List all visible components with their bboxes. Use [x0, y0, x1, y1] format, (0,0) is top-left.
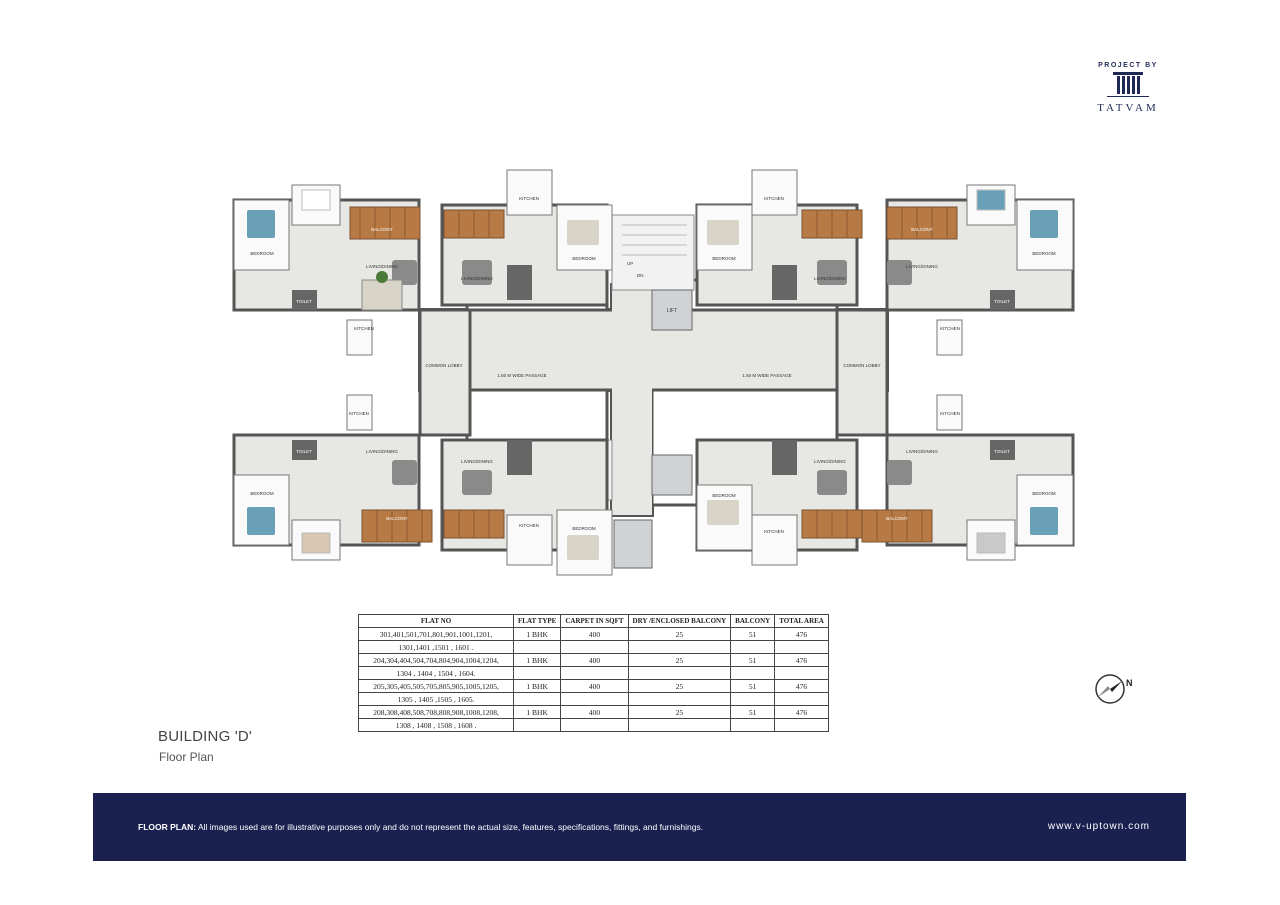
svg-text:TOILET: TOILET [994, 299, 1010, 304]
svg-text:KITCHEN: KITCHEN [349, 411, 369, 416]
flat-bottom-right: BEDROOM LIVING/DINING BALCONY KITCHEN TO… [861, 394, 1075, 561]
table-header-row: FLAT NO FLAT TYPE CARPET IN SQFT DRY /EN… [358, 614, 829, 628]
table-row-cont: 1304 , 1404 , 1504 , 1604. [358, 666, 829, 680]
flat-bottom-left: BEDROOM LIVING/DINING BALCONY KITCHEN TO… [232, 394, 433, 561]
svg-text:KITCHEN: KITCHEN [519, 196, 539, 201]
svg-text:TOILET: TOILET [296, 299, 312, 304]
lift-label: LIFT [667, 308, 677, 314]
flat-bottom-inner-left: BEDROOM LIVING/DINING KITCHEN [440, 438, 613, 576]
lift-top [651, 289, 693, 331]
svg-text:KITCHEN: KITCHEN [940, 411, 960, 416]
svg-text:KITCHEN: KITCHEN [519, 523, 539, 528]
flat-bottom-inner-right: BEDROOM LIVING/DINING KITCHEN [695, 438, 863, 566]
lobby-right-label: COMMON LOBBY [843, 363, 880, 368]
passage-right-label: 1.50 M WIDE PASSAGE [742, 373, 791, 378]
north-compass-icon: N [1095, 674, 1133, 704]
svg-text:KITCHEN: KITCHEN [764, 529, 784, 534]
svg-text:BEDROOM: BEDROOM [250, 491, 274, 496]
svg-text:KITCHEN: KITCHEN [354, 326, 374, 331]
lift-mid [651, 454, 693, 496]
svg-text:BEDROOM: BEDROOM [1032, 491, 1056, 496]
pillar-icon [1107, 72, 1149, 97]
stair-top [611, 214, 695, 291]
logo-name: TATVAM [1097, 102, 1159, 114]
table-row: 301,401,501,701,801,901,1001,1201, 1 BHK… [358, 627, 829, 641]
lobby-left-label: COMMON LOBBY [425, 363, 462, 368]
col-balcony: BALCONY [730, 614, 776, 628]
compass-label: N [1126, 678, 1133, 688]
footer-disclaimer: FLOOR PLAN: All images used are for illu… [138, 822, 703, 832]
flat-top-right: BEDROOM LIVING/DINING BALCONY KITCHEN TO… [885, 184, 1075, 356]
svg-text:LIVING/DINING: LIVING/DINING [814, 276, 846, 281]
flat-top-inner-left: BEDROOM LIVING/DINING KITCHEN [440, 169, 613, 307]
tatvam-logo: PROJECT BY TATVAM [1088, 62, 1168, 126]
svg-text:BEDROOM: BEDROOM [712, 493, 736, 498]
table-row-cont: 1305 , 1405 ,1505 , 1605. [358, 692, 829, 706]
website-link[interactable]: www.v-uptown.com [1047, 821, 1150, 832]
svg-text:BEDROOM: BEDROOM [1032, 251, 1056, 256]
footer-label: FLOOR PLAN: [138, 822, 197, 832]
svg-text:TOILET: TOILET [296, 449, 312, 454]
stair-dn-label: DN [637, 273, 644, 278]
svg-text:LIVING/DINING: LIVING/DINING [366, 264, 398, 269]
flat-top-left: BEDROOM LIVING/DINING BALCONY KITCHEN TO… [232, 184, 421, 356]
building-subtitle: Floor Plan [159, 750, 214, 764]
svg-text:BALCONY: BALCONY [371, 227, 393, 232]
svg-text:BEDROOM: BEDROOM [250, 251, 274, 256]
svg-text:LIVING/DINING: LIVING/DINING [906, 264, 938, 269]
lift-bottom [613, 519, 653, 569]
flat-top-inner-right: BEDROOM LIVING/DINING KITCHEN [695, 169, 863, 307]
table-row: 208,308,408,508,708,808,908,1008,1208, 1… [358, 705, 829, 719]
svg-text:BEDROOM: BEDROOM [572, 256, 596, 261]
floor-plan: LIFT COMMON LOBBY COMMON LOBBY 1.50 M WI… [232, 169, 1075, 576]
col-carpet: CARPET IN SQFT [560, 614, 629, 628]
svg-text:LIVING/DINING: LIVING/DINING [906, 449, 938, 454]
table-row: 204,304,404,504,704,804,904,1004,1204, 1… [358, 653, 829, 667]
svg-text:KITCHEN: KITCHEN [940, 326, 960, 331]
passage-left-label: 1.50 M WIDE PASSAGE [497, 373, 546, 378]
svg-text:KITCHEN: KITCHEN [764, 196, 784, 201]
logo-tagline: PROJECT BY [1098, 62, 1158, 69]
svg-text:TOILET: TOILET [994, 449, 1010, 454]
stair-up-label: UP [627, 261, 633, 266]
footer-bar: FLOOR PLAN: All images used are for illu… [93, 793, 1186, 861]
svg-text:BEDROOM: BEDROOM [712, 256, 736, 261]
svg-text:LIVING/DINING: LIVING/DINING [461, 276, 493, 281]
svg-text:LIVING/DINING: LIVING/DINING [366, 449, 398, 454]
flat-area-table: FLAT NO FLAT TYPE CARPET IN SQFT DRY /EN… [358, 614, 829, 732]
col-flat-no: FLAT NO [358, 614, 514, 628]
svg-text:LIVING/DINING: LIVING/DINING [461, 459, 493, 464]
table-row-cont: 1301,1401 ,1501 , 1601 . [358, 640, 829, 654]
col-dry-balcony: DRY /ENCLOSED BALCONY [627, 614, 732, 628]
col-total-area: TOTAL AREA [774, 614, 829, 628]
col-flat-type: FLAT TYPE [512, 614, 562, 628]
table-row: 205,305,405,505,705,805,905,1005,1205, 1… [358, 679, 829, 693]
building-name: BUILDING 'D' [158, 728, 252, 745]
svg-text:LIVING/DINING: LIVING/DINING [814, 459, 846, 464]
footer-disclaimer-text: All images used are for illustrative pur… [196, 822, 704, 832]
svg-text:BEDROOM: BEDROOM [572, 526, 596, 531]
svg-text:BALCONY: BALCONY [886, 516, 908, 521]
svg-text:BALCONY: BALCONY [911, 227, 933, 232]
table-row-cont: 1308 , 1408 , 1508 , 1608 . [358, 718, 829, 732]
svg-text:BALCONY: BALCONY [386, 516, 408, 521]
